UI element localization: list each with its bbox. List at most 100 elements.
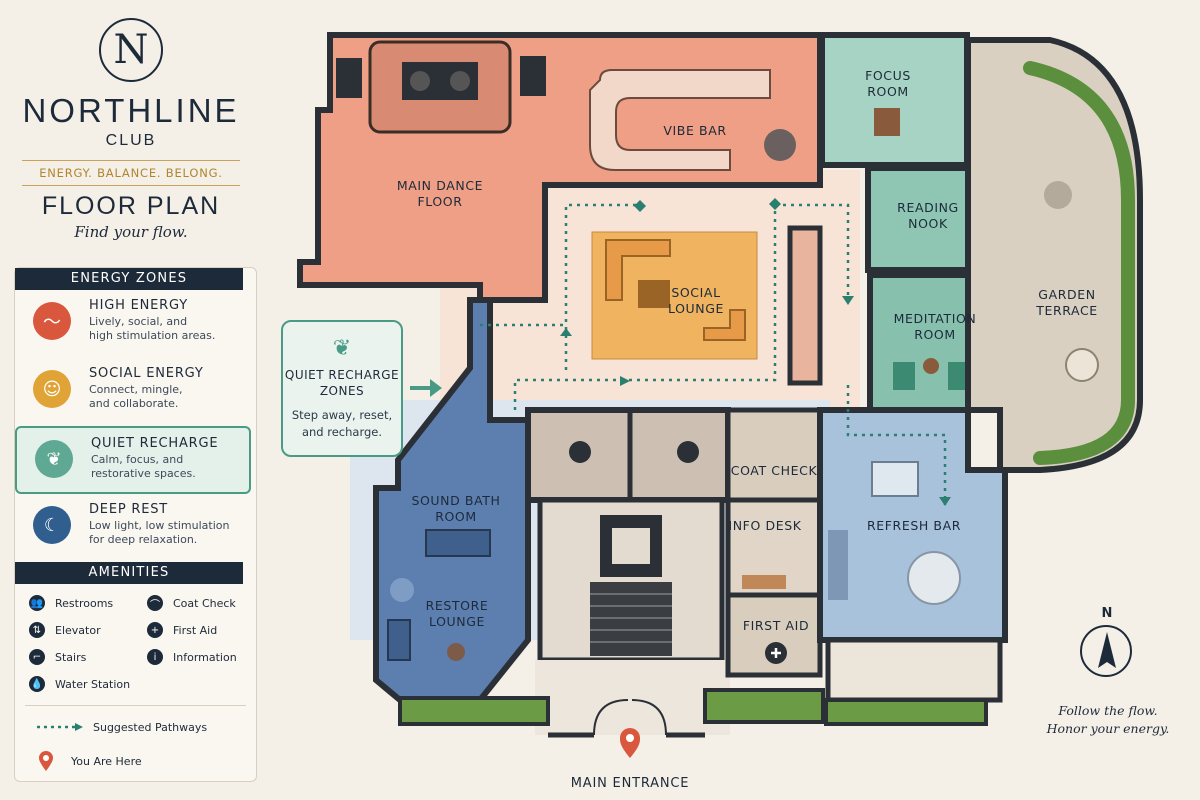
speaker-right (520, 56, 546, 96)
amenities-header: AMENITIES (15, 562, 243, 584)
restore-table (447, 643, 465, 661)
turntable-left (410, 71, 430, 91)
moon-icon: ☾ (33, 506, 71, 544)
entrance-doors (593, 699, 667, 736)
main-entrance-label: MAIN ENTRANCE (570, 776, 690, 791)
brand-tagline: ENERGY. BALANCE. BELONG. (39, 166, 223, 180)
vibe-bar-counter (589, 69, 771, 171)
speaker-left (336, 58, 362, 98)
elevator-icon: ⇅ (29, 622, 45, 638)
planter-center-right (703, 688, 825, 724)
refresh-counter (871, 461, 919, 497)
water-drop-icon: 💧 (29, 676, 45, 692)
lounge-sofa-l (605, 239, 671, 301)
you-are-here-pin (620, 728, 640, 758)
bar-table (764, 129, 796, 161)
suggested-pathways (480, 203, 947, 505)
amenity-restrooms: 👥Restrooms (29, 595, 114, 611)
coat-check-area (725, 407, 823, 503)
elevator-door (612, 528, 650, 564)
pulse-icon: 〜 (33, 302, 71, 340)
first-aid-icon: + (147, 622, 163, 638)
compass-ring (1080, 625, 1132, 677)
page-subtitle: Find your flow. (74, 223, 188, 241)
amenity-stairs: ⌐Stairs (29, 648, 147, 666)
turntable-right (450, 71, 470, 91)
amenity-coat-check: ⌒Coat Check (147, 594, 257, 612)
brand-block: N NORTHLINE CLUB ENERGY. BALANCE. BELONG… (18, 18, 244, 241)
motto: Follow the flow. Honor your energy. (1046, 703, 1170, 736)
room-label-coat-check: COAT CHECK (730, 463, 818, 478)
planter-left (398, 696, 550, 726)
zone-social-energy: ☺ SOCIAL ENERGY Connect, mingle,and coll… (15, 358, 256, 426)
logo: N (99, 18, 163, 82)
restroom-men-icon (569, 441, 591, 463)
meditation-mat-left (893, 362, 915, 390)
planter-right (824, 698, 988, 726)
refresh-table (907, 551, 961, 605)
stairs (590, 582, 672, 656)
refresh-annex (825, 637, 1003, 703)
amenity-water-station: 💧Water Station (29, 676, 131, 692)
amenities-list: 👥Restrooms ⌒Coat Check ⇅Elevator +First … (15, 584, 256, 693)
amenity-elevator: ⇅Elevator (29, 621, 147, 639)
hanger-icon: ⌒ (147, 595, 163, 611)
entrance-foyer (535, 660, 730, 735)
leaf-icon: ❦ (35, 440, 73, 478)
stairs-icon: ⌐ (29, 649, 45, 665)
lounge-sofa-r (703, 309, 746, 341)
lounge-coffee-table (638, 280, 670, 308)
meditation-mat-right (948, 362, 970, 390)
you-are-here-key: You Are Here (15, 738, 256, 772)
map-pin-icon (35, 750, 57, 772)
restore-pouf (390, 578, 414, 602)
terrace-chair (1044, 181, 1072, 209)
terrace-planters (1023, 61, 1135, 465)
compass-north-label: N (1101, 606, 1113, 621)
room-label-info-desk: INFO DESK (728, 518, 802, 533)
people-icon: ☺ (33, 370, 71, 408)
room-label-first-aid: FIRST AID (742, 618, 810, 633)
focus-room-area (819, 32, 970, 168)
water-station (828, 530, 848, 600)
garden-terrace-area (965, 37, 1143, 473)
callout-arrow (410, 379, 442, 397)
restore-sofa (387, 619, 411, 661)
legend-panel: ENERGY ZONES 〜 HIGH ENERGY Lively, socia… (14, 267, 257, 782)
brand-name: NORTHLINE (22, 92, 240, 129)
dotted-arrow-icon (37, 723, 83, 731)
energy-zones-header: ENERGY ZONES (15, 268, 243, 290)
focus-desk (874, 108, 900, 136)
terrace-fire-table (1065, 348, 1099, 382)
brand-sub: CLUB (105, 132, 157, 149)
meditation-table (923, 358, 939, 374)
room-label-vibe-bar: VIBE BAR (663, 123, 727, 138)
restroom-women-icon (677, 441, 699, 463)
corridor-planter (787, 225, 823, 386)
room-label-refresh-bar: REFRESH BAR (866, 518, 962, 533)
amenity-first-aid: +First Aid (147, 621, 257, 639)
restroom-icon: 👥 (29, 595, 45, 611)
sound-bath-sofa (425, 529, 491, 557)
first-aid-area (725, 592, 823, 678)
info-counter (742, 575, 786, 589)
pathway-key: Suggested Pathways (15, 706, 256, 738)
info-icon: i (147, 649, 163, 665)
page-title: FLOOR PLAN (41, 192, 221, 220)
compass: N (1080, 606, 1134, 677)
leaf-icon: ❦ (332, 336, 352, 361)
